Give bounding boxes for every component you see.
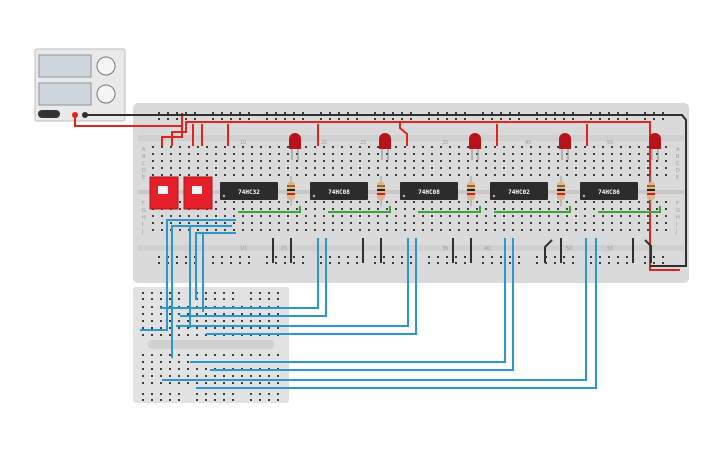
black-wires[interactable] — [85, 114, 687, 267]
svg-text:H: H — [676, 215, 680, 221]
resistor-icon[interactable] — [287, 176, 295, 206]
svg-text:D: D — [142, 168, 146, 174]
svg-text:35: 35 — [442, 140, 448, 146]
svg-text:55: 55 — [607, 246, 613, 252]
power-supply-icon[interactable] — [34, 48, 126, 122]
led-icon[interactable] — [289, 133, 301, 160]
row-letters-right: A B C D E F G H I J — [675, 147, 680, 235]
resistor-icon[interactable] — [647, 176, 655, 206]
svg-text:A: A — [676, 147, 680, 153]
ic-chip-5[interactable]: 74HC86 — [580, 182, 638, 200]
led-icon[interactable] — [379, 133, 391, 160]
main-breadboard-holes — [152, 112, 667, 264]
svg-text:I: I — [676, 222, 677, 228]
ic-label-3: 74HC08 — [418, 189, 440, 196]
svg-text:25: 25 — [360, 140, 366, 146]
svg-text:35: 35 — [442, 246, 448, 252]
dip-switch-icon[interactable] — [149, 176, 179, 210]
svg-text:H: H — [142, 215, 146, 221]
led-icon[interactable] — [469, 133, 481, 160]
small-breadboard[interactable] — [133, 287, 289, 403]
power-wire-red — [74, 113, 183, 127]
svg-text:45: 45 — [525, 140, 531, 146]
svg-text:J: J — [675, 229, 677, 235]
svg-text:C: C — [142, 161, 146, 167]
svg-text:10: 10 — [240, 140, 246, 146]
svg-text:B: B — [676, 154, 680, 160]
svg-text:G: G — [142, 208, 146, 214]
svg-text:B: B — [142, 154, 146, 160]
led-icon[interactable] — [649, 133, 661, 160]
ic-label-1: 74HC32 — [238, 189, 260, 196]
resistor-icon[interactable] — [557, 176, 565, 206]
ground-wire-black — [85, 114, 687, 267]
dip-switch-icon[interactable] — [183, 176, 213, 210]
blue-wires[interactable] — [140, 219, 597, 389]
red-wires[interactable] — [74, 113, 680, 271]
svg-text:15: 15 — [281, 246, 287, 252]
svg-text:40: 40 — [484, 246, 490, 252]
svg-text:55: 55 — [607, 140, 613, 146]
svg-text:G: G — [676, 208, 680, 214]
ic-label-4: 74HC02 — [508, 189, 530, 196]
row-letters-left: A B C D E F G H I J — [141, 147, 146, 235]
resistor-icon[interactable] — [467, 176, 475, 206]
svg-text:20: 20 — [321, 140, 327, 146]
svg-text:F: F — [142, 201, 145, 207]
svg-text:E: E — [142, 175, 145, 181]
ic-chip-2[interactable]: 74HC08 — [310, 182, 368, 200]
ic-label-5: 74HC86 — [598, 189, 620, 196]
svg-text:10: 10 — [240, 246, 246, 252]
column-labels-top: 10 20 25 35 45 55 — [240, 140, 613, 146]
ic-chip-1[interactable]: 74HC32 — [220, 182, 278, 200]
svg-text:C: C — [676, 161, 680, 167]
green-wires[interactable] — [238, 206, 661, 213]
ic-chip-3[interactable]: 74HC08 — [400, 182, 458, 200]
column-labels-bottom: 10 15 35 40 50 55 — [240, 246, 613, 252]
svg-text:F: F — [676, 201, 679, 207]
svg-text:50: 50 — [566, 246, 572, 252]
svg-text:J: J — [141, 229, 143, 235]
svg-text:E: E — [676, 175, 679, 181]
svg-text:D: D — [676, 168, 680, 174]
ic-label-2: 74HC08 — [328, 189, 350, 196]
resistor-icon[interactable] — [377, 176, 385, 206]
ic-chip-4[interactable]: 74HC02 — [490, 182, 548, 200]
led-icon[interactable] — [559, 133, 571, 160]
svg-text:A: A — [142, 147, 146, 153]
svg-text:I: I — [142, 222, 143, 228]
